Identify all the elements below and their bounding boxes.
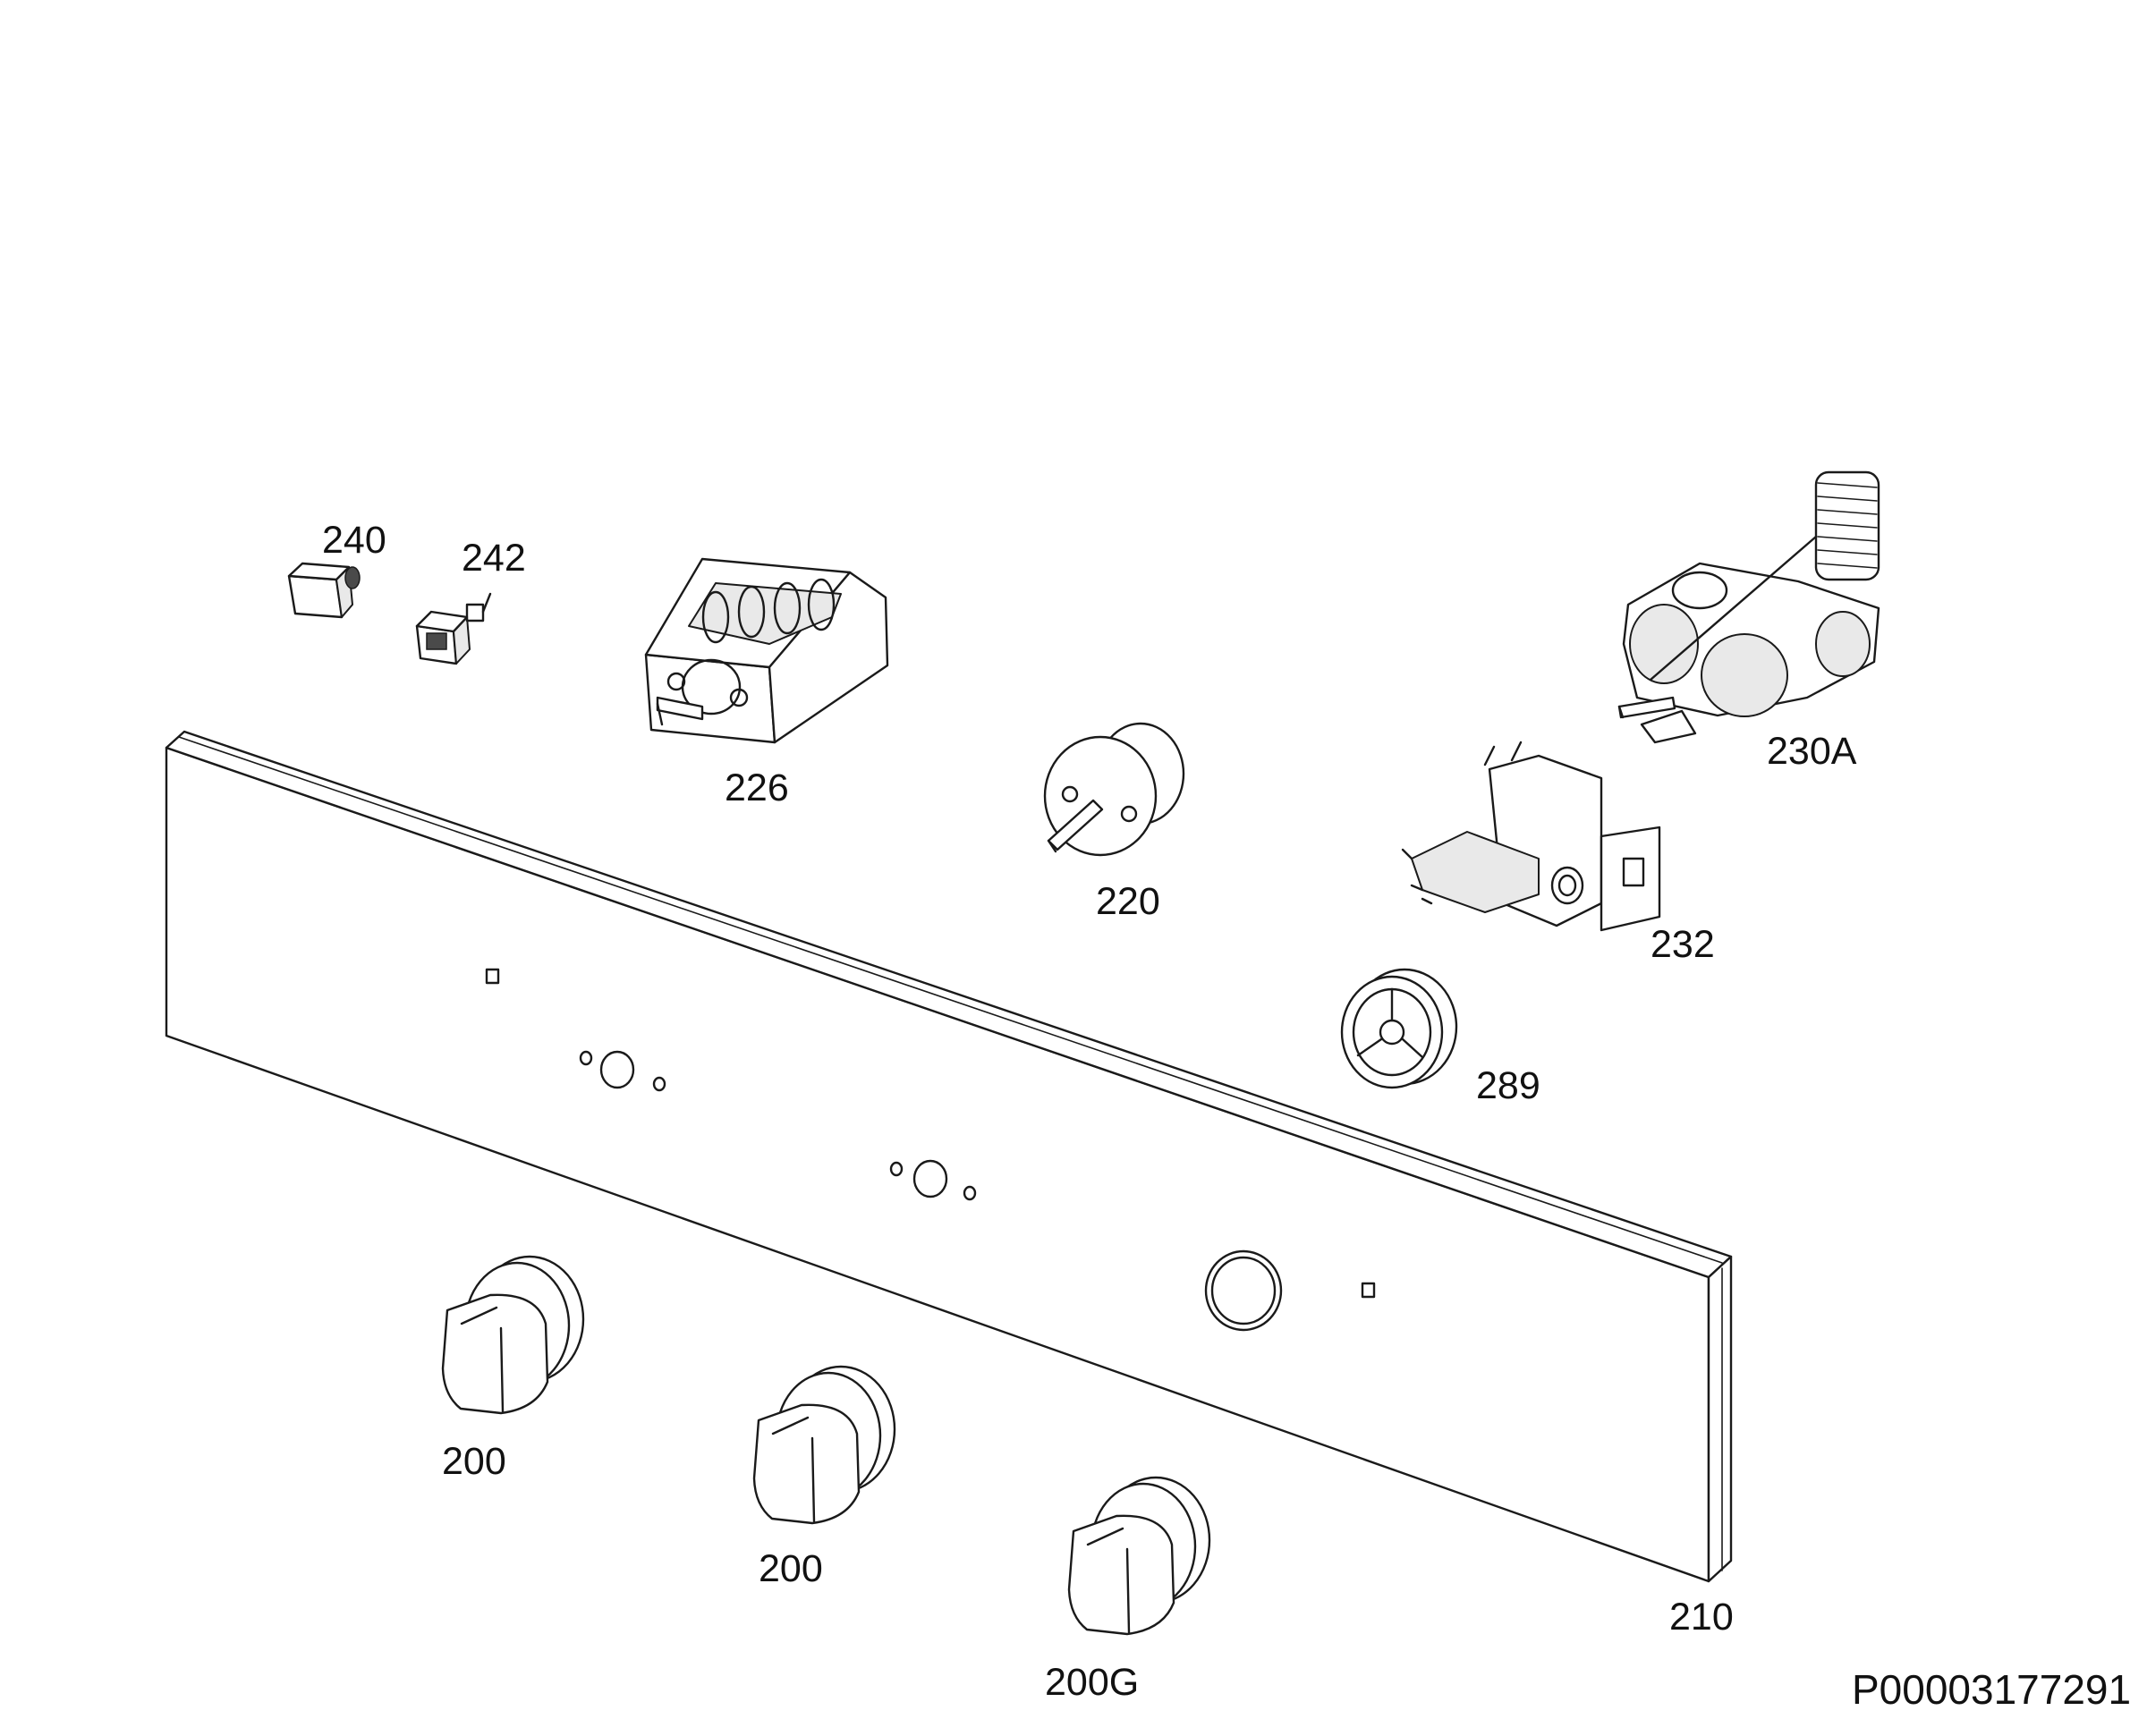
capillary-coil: [1814, 470, 1880, 581]
label-210: 210: [1669, 1596, 1734, 1639]
selector-switch-226[interactable]: [644, 557, 889, 744]
label-232: 232: [1651, 923, 1715, 966]
gas-tap-230a[interactable]: [1617, 470, 1880, 744]
switch-242[interactable]: [415, 592, 492, 665]
thermostat-220[interactable]: [1043, 722, 1185, 857]
control-knob-200-middle[interactable]: [752, 1365, 896, 1525]
label-226: 226: [725, 766, 789, 809]
panel-round-window: [1204, 1249, 1283, 1332]
indicator-lamp-240[interactable]: [287, 562, 361, 619]
control-panel-210[interactable]: [165, 730, 1733, 1583]
panel-square-hole: [1361, 1282, 1376, 1299]
microswitch-232[interactable]: [1401, 741, 1661, 932]
panel-knob-hole: [912, 1159, 948, 1198]
label-200-left: 200: [442, 1440, 506, 1483]
label-242: 242: [462, 537, 526, 580]
label-220: 220: [1096, 880, 1160, 923]
label-240: 240: [322, 519, 386, 562]
label-230a: 230A: [1767, 730, 1857, 773]
control-knob-200-left[interactable]: [441, 1255, 585, 1415]
label-200g: 200G: [1045, 1661, 1139, 1704]
drawing-code: P00003177291: [1852, 1666, 2131, 1713]
control-knob-200g[interactable]: [1067, 1476, 1211, 1636]
label-200-middle: 200: [759, 1547, 823, 1590]
label-289: 289: [1476, 1064, 1540, 1107]
panel-square-hole: [485, 968, 500, 985]
knob-bezel-289[interactable]: [1340, 968, 1458, 1089]
panel-knob-hole: [599, 1050, 635, 1089]
